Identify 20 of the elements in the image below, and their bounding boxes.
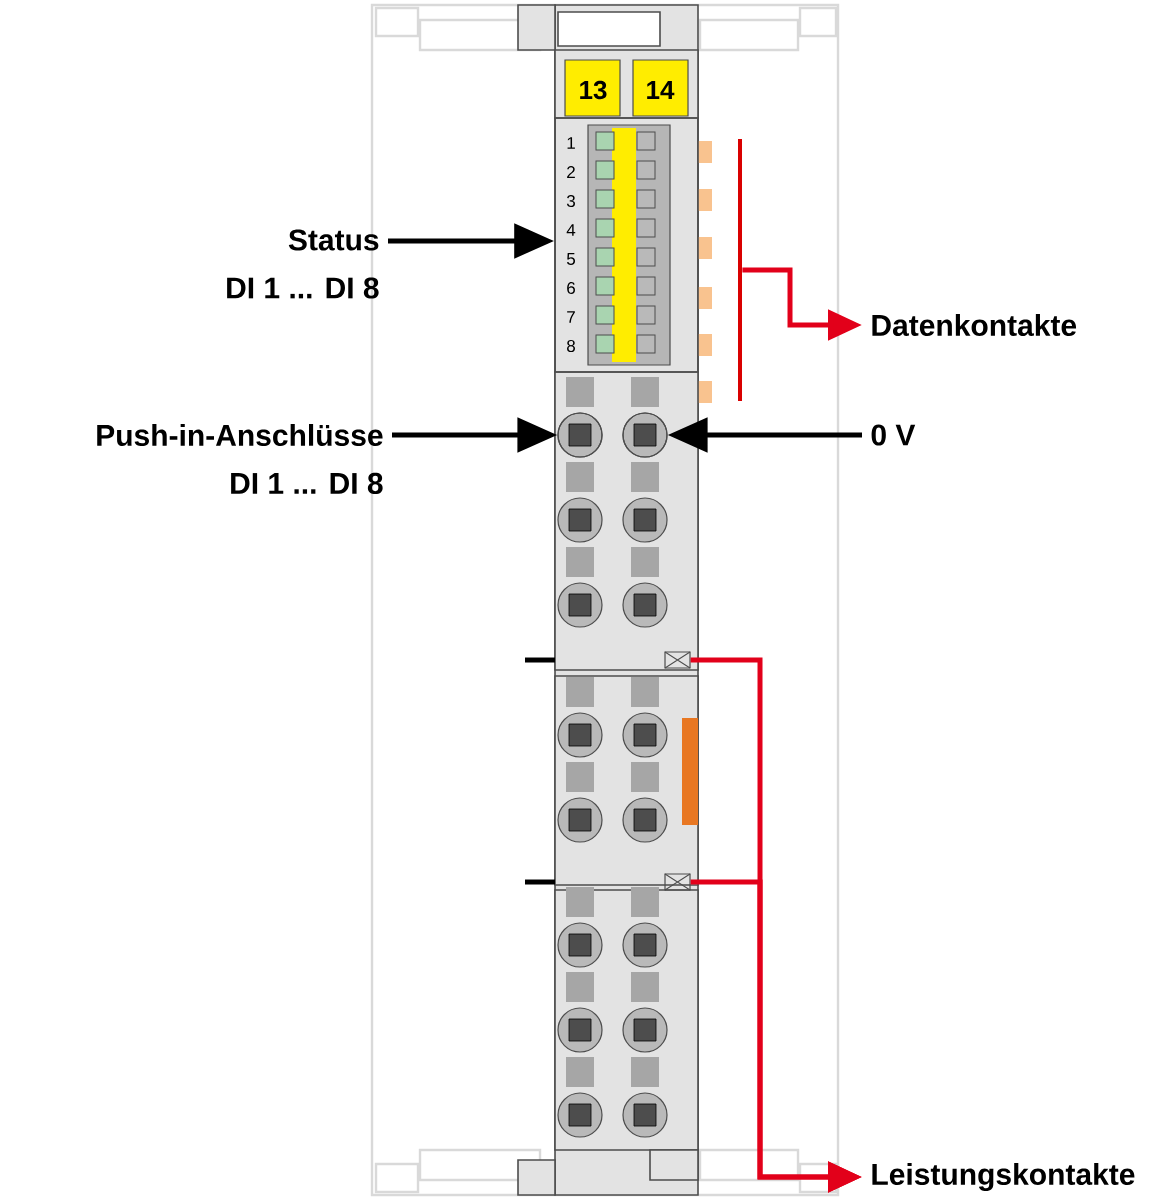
terminal-circle: [557, 412, 603, 458]
terminal-number: 14: [647, 81, 675, 99]
channel-number: 3: [566, 195, 575, 207]
channel-number: 1: [567, 137, 575, 149]
channel-number: 6: [567, 282, 575, 294]
channel-number: 5: [566, 253, 576, 265]
contact-mark: [664, 873, 691, 891]
contact-bar: [738, 139, 742, 401]
callout-text: Datenkontakte: [872, 314, 1077, 336]
callout-text: Status DI 1 ... DI 8: [227, 229, 379, 299]
terminal-circle: [622, 412, 668, 458]
status-led-section: [554, 117, 699, 373]
channel-number: 7: [567, 311, 575, 323]
channel-number: 8: [567, 340, 575, 352]
callout-text: Leistungskontakte: [872, 1162, 1135, 1192]
contact-mark: [664, 651, 691, 669]
callout-text: Push-in-Anschlüsse DI 1 ... DI 8: [97, 424, 383, 494]
channel-number: 4: [566, 224, 576, 236]
callout-text: 0 V: [871, 424, 916, 446]
channel-number: 2: [567, 166, 575, 178]
